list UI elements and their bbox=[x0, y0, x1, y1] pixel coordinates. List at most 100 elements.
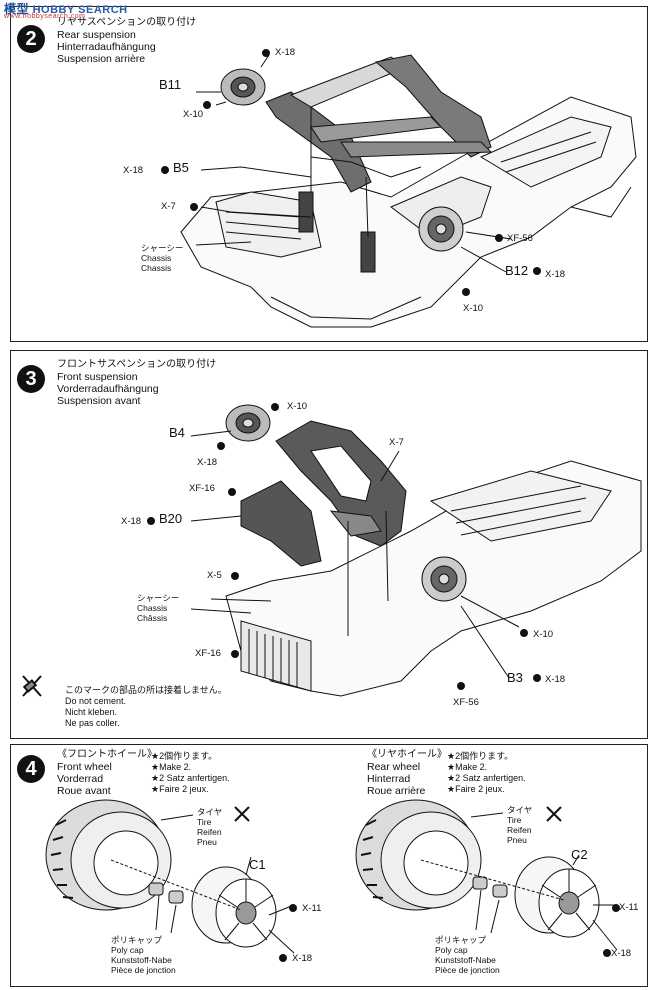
rear-make-fr: ★Faire 2 jeux. bbox=[447, 784, 505, 794]
step-3-number: 3 bbox=[17, 365, 45, 393]
step-3-chassis-jp: シャーシー bbox=[137, 593, 180, 603]
front-wheel-title-jp: 《フロントホイール》 bbox=[57, 749, 157, 760]
rear-wheel-title-jp: 《リヤホイール》 bbox=[367, 749, 447, 760]
rear-cap-fr: Pièce de jonction bbox=[435, 965, 500, 975]
front-tire-label: タイヤ Tire Reifen Pneu bbox=[197, 807, 222, 847]
front-make-en: ★Make 2. bbox=[151, 762, 192, 772]
step-3-diagram bbox=[22, 403, 642, 697]
rear-make-en: ★Make 2. bbox=[447, 762, 488, 772]
rear-tire-en: Tire bbox=[507, 815, 522, 825]
step-3-title: フロントサスペンションの取り付け Front suspension Vorder… bbox=[57, 359, 216, 407]
step-3-label-x10-b: X-10 bbox=[533, 629, 554, 640]
rear-wheel-title-fr: Roue arrière bbox=[367, 785, 426, 797]
front-polycap-label: ポリキャップ Poly cap Kunststoff-Nabe Pièce de… bbox=[111, 935, 176, 975]
step-3-title-de: Vorderradaufhängung bbox=[57, 383, 159, 395]
step-3-label-x7: X-7 bbox=[389, 437, 404, 448]
watermark-text: HOBBY SEARCH bbox=[32, 4, 128, 16]
front-wheel-title-de: Vorderrad bbox=[57, 773, 104, 785]
step-3-label-b20: B20 bbox=[159, 511, 183, 526]
step-2-number: 2 bbox=[17, 25, 45, 53]
step-3-label-x18-b: X-18 bbox=[121, 516, 142, 527]
front-cap-en: Poly cap bbox=[111, 945, 144, 955]
step-2-chassis-en: Chassis bbox=[141, 253, 172, 263]
front-make-de: ★2 Satz anfertigen. bbox=[151, 773, 230, 783]
front-wheel-make-note: ★2個作ります。 ★Make 2. ★2 Satz anfertigen. ★F… bbox=[151, 751, 230, 795]
step-3-title-jp: フロントサスペンションの取り付け bbox=[57, 359, 217, 370]
step-2-label-b11: B11 bbox=[159, 77, 182, 92]
front-make-fr: ★Faire 2 jeux. bbox=[151, 784, 209, 794]
front-cap-fr: Pièce de jonction bbox=[111, 965, 176, 975]
front-cap-jp: ポリキャップ bbox=[111, 935, 163, 945]
step-2-label-xf56: XF-56 bbox=[507, 233, 533, 244]
step-3-label-xf16-a: XF-16 bbox=[189, 483, 215, 494]
front-tire-en: Tire bbox=[197, 817, 212, 827]
step-3-label-b4: B4 bbox=[169, 425, 185, 440]
rear-make-jp: ★2個作ります。 bbox=[447, 751, 514, 761]
step-3-label-x10-a: X-10 bbox=[287, 401, 308, 412]
rear-tire-de: Reifen bbox=[507, 825, 532, 835]
no-cement-en: Do not cement. bbox=[65, 696, 127, 706]
front-no-cement-icon bbox=[234, 806, 250, 822]
step-2-diagram bbox=[161, 49, 637, 328]
rear-wheel-make-note: ★2個作ります。 ★Make 2. ★2 Satz anfertigen. ★F… bbox=[447, 751, 526, 795]
step-2-chassis-jp: シャーシー bbox=[141, 243, 184, 253]
rear-tire-fr: Pneu bbox=[507, 835, 527, 845]
rear-label-x11: X-11 bbox=[619, 902, 639, 913]
step-3-title-en: Front suspension bbox=[57, 371, 138, 383]
step-2-title-en: Rear suspension bbox=[57, 29, 136, 41]
front-wheel-c1: C1 bbox=[249, 857, 266, 872]
step-3-label-x5: X-5 bbox=[207, 570, 222, 581]
step-2-label-x18-a: X-18 bbox=[275, 47, 296, 58]
step-2-title-de: Hinterradaufhängung bbox=[57, 41, 156, 53]
front-label-x11: X-11 bbox=[302, 903, 322, 914]
step-2-label-x18-b: X-18 bbox=[123, 165, 144, 176]
step-3-label-b3: B3 bbox=[507, 670, 523, 685]
step-2-label-x10-a: X-10 bbox=[183, 109, 204, 120]
rear-cap-de: Kunststoff-Nabe bbox=[435, 955, 496, 965]
step-4-panel: 4 《フロントホイール》 Front wheel Vorderrad Roue … bbox=[10, 744, 648, 987]
front-make-jp: ★2個作ります。 bbox=[151, 751, 218, 761]
step-3-no-cement-note: このマークの部品の所は接着しません。 Do not cement. Nicht … bbox=[65, 685, 227, 729]
no-cement-icon bbox=[22, 675, 42, 697]
step-3-label-x18-c: X-18 bbox=[545, 674, 566, 685]
step-2-label-x7: X-7 bbox=[161, 201, 176, 212]
step-3-title-fr: Suspension avant bbox=[57, 395, 141, 407]
step-2-label-b12: B12 bbox=[505, 263, 529, 278]
step-3-label-xf16-b: XF-16 bbox=[195, 648, 221, 659]
rear-label-x18: X-18 bbox=[611, 948, 632, 959]
step-3-chassis-de: Châssis bbox=[137, 613, 168, 623]
step-2-chassis: シャーシー Chassis Chassis bbox=[141, 243, 183, 273]
step-3-label-x18-a: X-18 bbox=[197, 457, 218, 468]
front-tire-de: Reifen bbox=[197, 827, 222, 837]
step-2-label-b5: B5 bbox=[173, 160, 189, 175]
step-2-label-x18-c: X-18 bbox=[545, 269, 566, 280]
step-2-title-jp: リヤサスペンションの取り付け bbox=[57, 17, 197, 28]
front-wheel-title-en: Front wheel bbox=[57, 761, 112, 773]
front-tire-jp: タイヤ bbox=[197, 807, 223, 817]
rear-wheel-title-en: Rear wheel bbox=[367, 761, 421, 773]
rear-wheel-title: 《リヤホイール》 Rear wheel Hinterrad Roue arriè… bbox=[367, 749, 447, 797]
watermark: 模型 HOBBY SEARCH www.hobbysearch.com bbox=[4, 0, 128, 20]
no-cement-de: Nicht kleben. bbox=[65, 707, 118, 717]
front-wheel-title: 《フロントホイール》 Front wheel Vorderrad Roue av… bbox=[57, 749, 157, 797]
rear-tire-jp: タイヤ bbox=[507, 805, 533, 815]
step-2-title-fr: Suspension arrière bbox=[57, 53, 146, 65]
front-tire-fr: Pneu bbox=[197, 837, 217, 847]
rear-wheel-c2: C2 bbox=[571, 847, 588, 862]
rear-make-de: ★2 Satz anfertigen. bbox=[447, 773, 526, 783]
front-cap-de: Kunststoff-Nabe bbox=[111, 955, 172, 965]
front-label-x18: X-18 bbox=[292, 953, 313, 964]
step-2-label-x10-b: X-10 bbox=[463, 303, 484, 314]
watermark-sub: www.hobbysearch.com bbox=[4, 13, 86, 20]
step-2-title: リヤサスペンションの取り付け Rear suspension Hinterrad… bbox=[57, 17, 196, 65]
step-4-number: 4 bbox=[17, 755, 45, 783]
step-3-chassis: シャーシー Chassis Châssis bbox=[137, 593, 179, 623]
step-3-panel: 3 フロントサスペンションの取り付け Front suspension Vord… bbox=[10, 350, 648, 739]
no-cement-fr: Ne pas coller. bbox=[65, 718, 120, 728]
step-3-label-xf56: XF-56 bbox=[453, 697, 479, 708]
rear-polycap-label: ポリキャップ Poly cap Kunststoff-Nabe Pièce de… bbox=[435, 935, 500, 975]
rear-no-cement-icon bbox=[546, 806, 562, 822]
watermark-logo: 模型 bbox=[4, 2, 30, 16]
rear-wheel-title-de: Hinterrad bbox=[367, 773, 411, 785]
rear-tire-label: タイヤ Tire Reifen Pneu bbox=[507, 805, 532, 845]
